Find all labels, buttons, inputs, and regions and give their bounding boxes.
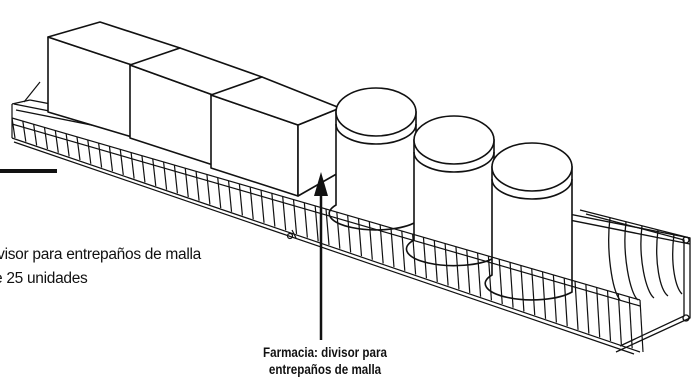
mesh-wire [520, 265, 525, 312]
mesh-wire [314, 205, 319, 242]
mesh-wire [401, 230, 406, 271]
mesh-wire [639, 299, 644, 353]
mesh-wire [552, 274, 557, 323]
left-caption-line-1: ivisor para entrepaños de malla [0, 246, 201, 263]
mesh-wire [162, 161, 168, 190]
mesh-wire [76, 136, 81, 161]
mesh-wire [390, 227, 395, 268]
mesh-wire [336, 212, 341, 249]
mesh-wire [227, 180, 233, 212]
mesh-wire [422, 237, 428, 279]
mesh-wire [444, 243, 449, 286]
mesh-wire [574, 281, 579, 330]
mesh-wire [43, 127, 49, 150]
mesh-wire [87, 139, 92, 164]
mesh-wire [487, 256, 493, 301]
mesh-wire [368, 221, 373, 260]
mesh-wire [531, 268, 536, 316]
mesh-wire [282, 196, 287, 231]
mesh-wire [184, 168, 189, 198]
mesh-wire [606, 290, 612, 341]
mesh-wire [455, 246, 460, 290]
mesh-wire [173, 165, 179, 194]
divider-clips [23, 81, 297, 240]
mesh-wire [585, 284, 590, 334]
mesh-wire [325, 208, 330, 246]
mesh-wire [433, 240, 438, 282]
mesh-wire [119, 149, 124, 175]
mesh-wire [141, 155, 146, 183]
mesh-wire [498, 259, 503, 305]
box-3 [210, 76, 341, 197]
mesh-wire [11, 117, 16, 139]
basket-end-section [579, 209, 691, 353]
left-caption-line-2: e 25 unidades [0, 270, 88, 287]
box-2 [129, 47, 263, 166]
callout-bar-left [0, 169, 57, 173]
mesh-wire [206, 174, 211, 205]
cylinder-2 [405, 115, 495, 267]
mesh-wire [260, 190, 265, 223]
mesh-wire [22, 121, 27, 142]
mesh-wire [195, 171, 200, 201]
mesh-wire [563, 277, 568, 327]
mesh-wire [357, 218, 363, 257]
mesh-wire [108, 146, 114, 172]
callout-caption-line-2: entrepaños de malla [268, 362, 382, 377]
mesh-wire [509, 262, 514, 308]
mesh-wire [476, 252, 482, 297]
mesh-wire [98, 143, 103, 168]
mesh-wire [412, 234, 417, 275]
mesh-wire [466, 249, 471, 294]
front-bottom-rail [11, 137, 641, 353]
callout-caption: Farmacia: divisor para entrepaños de mal… [239, 344, 411, 378]
mesh-wire [303, 202, 308, 238]
mesh-wire [217, 177, 222, 209]
mesh-wire [541, 271, 547, 319]
mesh-wire [65, 133, 70, 157]
callout-arrow [314, 172, 328, 340]
mesh-wire [596, 287, 601, 338]
mesh-wire [271, 193, 276, 227]
mesh-wire [249, 186, 254, 220]
callout-caption-line-1: Farmacia: divisor para [263, 345, 387, 360]
mesh-wire [292, 199, 298, 234]
basket-front-wires [11, 99, 644, 355]
mesh-wire [617, 293, 622, 345]
cylinder-1 [328, 87, 417, 231]
left-end-top [11, 99, 31, 105]
mesh-wire [54, 130, 59, 153]
mesh-wire [33, 124, 38, 146]
left-caption: ivisor para entrepaños de malla e 25 uni… [0, 243, 201, 291]
mesh-wire [379, 224, 384, 264]
mesh-wire [152, 158, 157, 187]
mesh-wire [238, 183, 243, 216]
mesh-wire [628, 296, 633, 349]
mesh-wire [347, 215, 352, 253]
mesh-wire [130, 152, 135, 179]
front-bottom-rail-2 [13, 141, 635, 355]
cylinder-3 [484, 142, 573, 301]
